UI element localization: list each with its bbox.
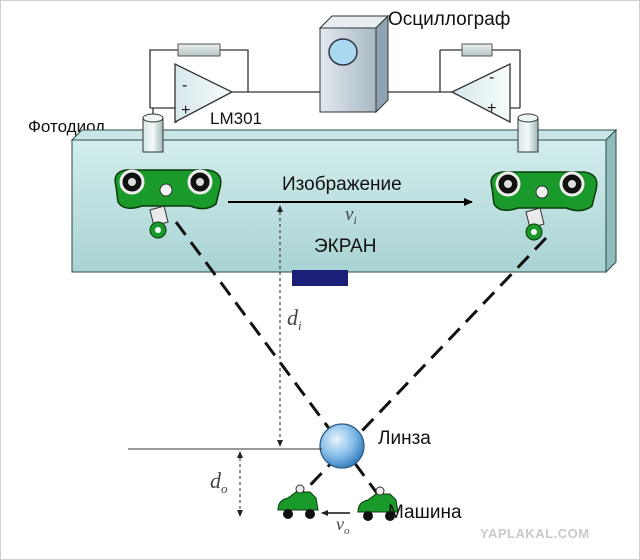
lens	[319, 423, 365, 469]
car-left	[277, 484, 319, 519]
resistor-right	[461, 43, 493, 57]
label-di: di	[287, 305, 302, 333]
amplifier-right: - +	[450, 62, 511, 124]
amplifier-left: - +	[174, 62, 234, 124]
label-lens: Линза	[378, 428, 431, 449]
amp-left-plus: +	[181, 102, 190, 119]
image-car-right	[490, 171, 598, 241]
amp-right-minus: -	[489, 69, 494, 86]
label-amplifier: LM301	[210, 109, 262, 128]
resistor-left	[177, 43, 221, 57]
screen-marker-bar	[292, 270, 348, 286]
label-vi: vi	[345, 204, 357, 227]
label-car: Машина	[388, 502, 462, 523]
car-right	[357, 486, 399, 521]
image-car-left	[114, 169, 222, 239]
amp-right-plus: +	[487, 100, 496, 117]
watermark: YAPLAKAL.COM	[480, 526, 590, 541]
oscillograph-device	[318, 14, 390, 114]
label-oscillograph: Осциллограф	[388, 9, 510, 30]
label-vo: vo	[336, 514, 350, 537]
photodiode-right	[517, 113, 539, 153]
photodiode-left	[142, 113, 164, 153]
label-image: Изображение	[282, 174, 402, 195]
label-screen: ЭКРАН	[314, 236, 377, 257]
oscillograph-screen	[328, 38, 358, 66]
label-do: do	[210, 468, 228, 496]
amp-left-minus: -	[182, 77, 187, 94]
